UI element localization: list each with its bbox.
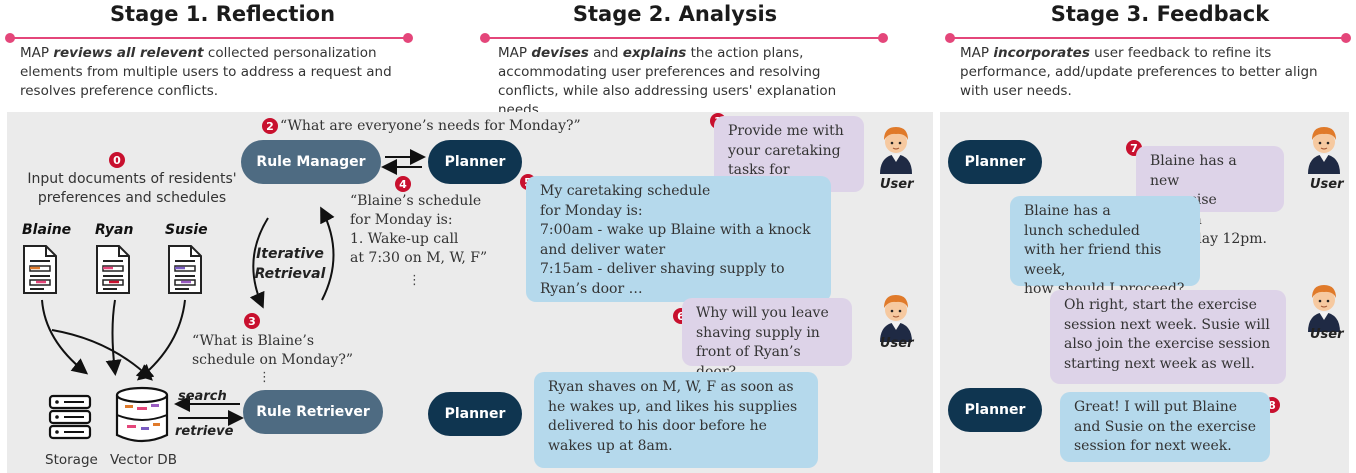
step-0-badge: 0 <box>109 152 125 168</box>
stage-3-description: MAP incorporates user feedback to refine… <box>960 45 1318 99</box>
step-4-badge: 4 <box>395 176 411 192</box>
stage-3-dot-right <box>1341 33 1351 43</box>
question-everyone-needs: “What are everyone’s needs for Monday?” <box>280 118 581 134</box>
ellipsis-2: ⋮ <box>258 370 271 385</box>
stage-1-description: MAP reviews all relevent collected perso… <box>20 45 392 99</box>
resident-name-ryan: Ryan <box>95 222 134 238</box>
resident-name-susie: Susie <box>165 222 208 238</box>
planner-node-stage3-top: Planner <box>948 140 1042 184</box>
user-reply-bubble: Oh right, start the exercise session nex… <box>1050 290 1286 384</box>
step-3-badge: 3 <box>244 313 260 329</box>
question-blaine-schedule: “What is Blaine’s schedule on Monday?” <box>192 333 354 368</box>
user-avatar-icon-1 <box>879 126 913 175</box>
vector-db-label: Vector DB <box>110 452 177 468</box>
stage-1-dot-right <box>403 33 413 43</box>
blaine-schedule-response: “Blaine’s schedule for Monday is: 1. Wak… <box>350 193 488 266</box>
iterative-retrieval-label: Iterative Retrieval <box>254 246 326 282</box>
user-label-3: User <box>1310 177 1344 192</box>
stage-3-dot-left <box>945 33 955 43</box>
planner-node-stage2-bottom: Planner <box>428 392 522 436</box>
resident-name-blaine: Blaine <box>22 222 72 238</box>
user-label-1: User <box>880 177 914 192</box>
stage-1-line <box>10 37 410 39</box>
user-label-2: User <box>880 336 914 351</box>
document-icon-blaine <box>23 245 57 294</box>
stage-3-line <box>950 37 1350 39</box>
stage-2-dot-left <box>480 33 490 43</box>
stage-2-dot-right <box>878 33 888 43</box>
document-icon-susie <box>168 245 202 294</box>
search-label: search <box>178 389 227 404</box>
rule-retriever-node: Rule Retriever <box>243 390 383 434</box>
planner-final-bubble: Great! I will put Blaine and Susie on th… <box>1060 392 1270 462</box>
user-why-bubble: Why will you leave shaving supply in fro… <box>682 298 852 380</box>
stage-2-description: MAP devises and explains the action plan… <box>498 45 837 118</box>
storage-label: Storage <box>45 452 98 468</box>
vector-db-icon <box>115 386 169 443</box>
input-documents-text: Input documents of residents' preference… <box>27 171 237 206</box>
document-icon-ryan <box>96 245 130 294</box>
step-2-badge: 2 <box>262 118 278 134</box>
rule-manager-node: Rule Manager <box>241 140 381 184</box>
stage-2-line <box>485 37 885 39</box>
stage-3-title: Stage 3. Feedback <box>1050 2 1270 26</box>
ellipsis-1: ⋮ <box>408 273 421 288</box>
stage-1-title: Stage 1. Reflection <box>109 2 336 26</box>
stage-1-dot-left <box>5 33 15 43</box>
stage-2-title: Stage 2. Analysis <box>572 2 778 26</box>
planner-schedule-bubble: My caretaking schedule for Monday is: 7:… <box>526 176 831 302</box>
user-label-4: User <box>1310 327 1344 342</box>
planner-question-bubble: Blaine has a lunch scheduled with her fr… <box>1010 196 1200 297</box>
retrieve-label: retrieve <box>175 424 234 439</box>
storage-icon <box>48 394 92 440</box>
user-avatar-icon-4 <box>1307 284 1341 333</box>
user-avatar-icon-3 <box>1307 126 1341 175</box>
planner-node-stage2-top: Planner <box>428 140 522 184</box>
planner-explanation-bubble: Ryan shaves on M, W, F as soon as he wak… <box>534 372 818 468</box>
planner-node-stage3-bottom: Planner <box>948 388 1042 432</box>
